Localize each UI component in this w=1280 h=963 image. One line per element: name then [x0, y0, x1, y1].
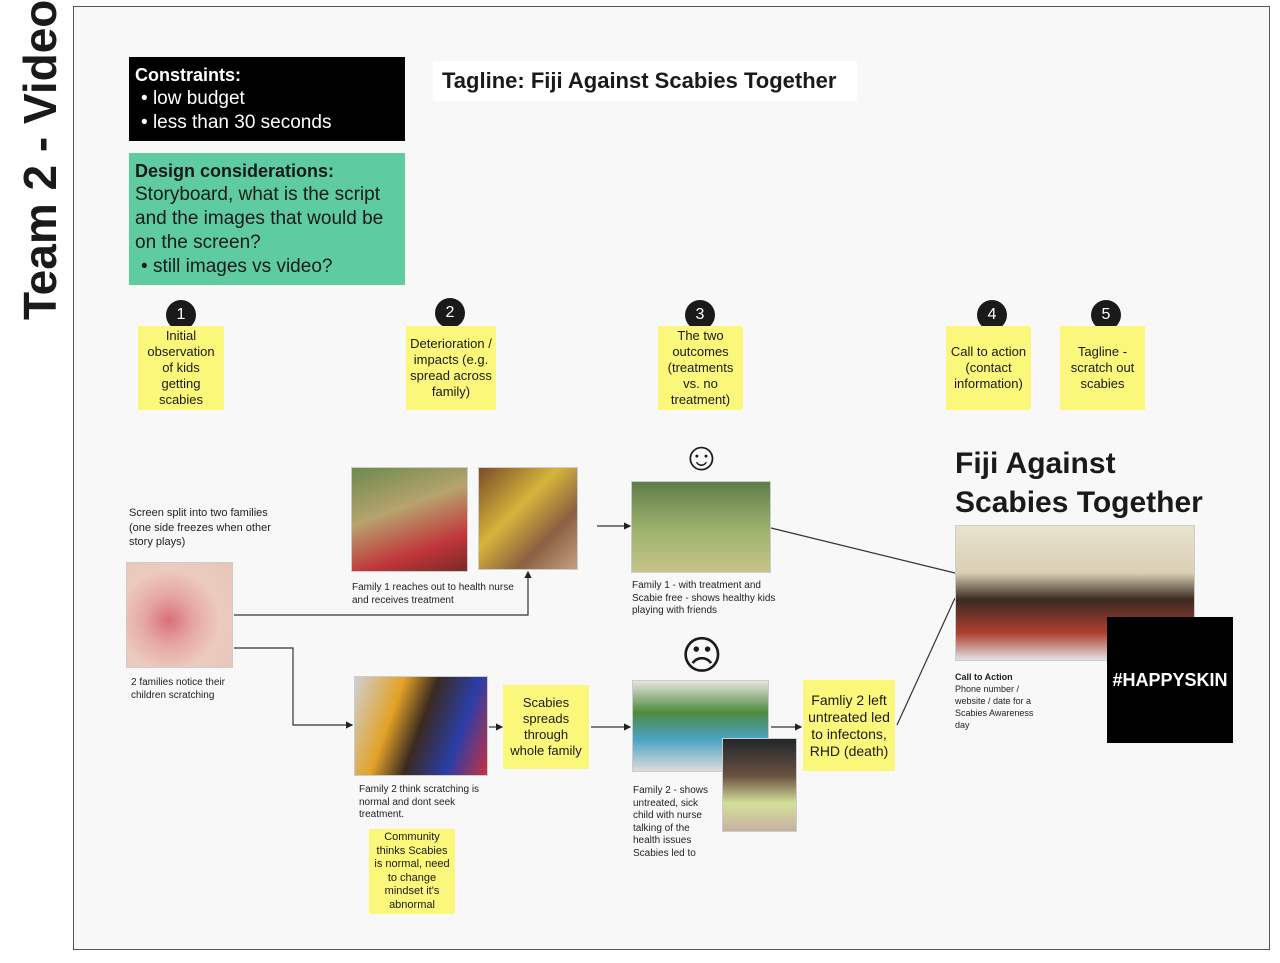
- spreads-sticky[interactable]: Scabies spreads through whole family: [503, 685, 589, 769]
- step-number: 2: [435, 298, 465, 328]
- notice-caption: 2 families notice their children scratch…: [131, 677, 225, 701]
- constraints-box[interactable]: Constraints: low budgetless than 30 seco…: [129, 57, 405, 141]
- step-sticky[interactable]: Initial observation of kids getting scab…: [138, 326, 224, 410]
- cta-body: Phone number / website / date for a Scab…: [955, 684, 1034, 730]
- design-considerations-box[interactable]: Design considerations: Storyboard, what …: [129, 153, 405, 285]
- step-number: 5: [1091, 300, 1121, 330]
- design-body: Storyboard, what is the script and the i…: [135, 184, 384, 253]
- step-number: 1: [166, 300, 196, 330]
- step-sticky[interactable]: The two outcomes (treatments vs. no trea…: [658, 326, 743, 410]
- split-caption: Screen split into two families (one side…: [129, 507, 271, 548]
- scabies-rash-photo[interactable]: [126, 562, 233, 668]
- step-sticky[interactable]: Call to action (contact information): [946, 326, 1031, 410]
- community-sticky[interactable]: Community thinks Scabies is normal, need…: [369, 829, 455, 914]
- mother-child-photo[interactable]: [722, 738, 797, 832]
- family1-outcome-caption: Family 1 - with treatment and Scabie fre…: [632, 580, 776, 616]
- step-number: 4: [977, 300, 1007, 330]
- nurse-treatment-photo[interactable]: [478, 467, 578, 570]
- design-item: still images vs video?: [153, 255, 399, 279]
- hashtag-box[interactable]: #HAPPYSKIN: [1107, 617, 1233, 743]
- family2-left-sticky[interactable]: Famliy 2 left untreated led to infectons…: [803, 680, 895, 771]
- family2-photo[interactable]: [354, 676, 488, 776]
- constraints-heading: Constraints:: [135, 65, 242, 85]
- tagline-box[interactable]: Tagline: Fiji Against Scabies Together: [433, 61, 857, 101]
- constraint-item: low budget: [153, 87, 399, 111]
- sad-face-icon: ☹: [681, 634, 723, 678]
- family1-photo[interactable]: [351, 467, 468, 572]
- family2-outcome-caption: Family 2 - shows untreated, sick child w…: [633, 785, 709, 859]
- cta-heading: Call to Action: [955, 672, 1013, 682]
- step-sticky[interactable]: Tagline - scratch out scabies: [1060, 326, 1145, 410]
- step-sticky[interactable]: Deterioration / impacts (e.g. spread acr…: [406, 326, 496, 410]
- constraint-item: less than 30 seconds: [153, 111, 399, 135]
- step-number: 3: [685, 300, 715, 330]
- family1-caption: Family 1 reaches out to health nurse and…: [352, 582, 514, 606]
- big-tagline: Fiji Against Scabies Together: [955, 447, 1203, 519]
- happy-face-icon: ☺: [681, 435, 722, 479]
- family2-caption: Family 2 think scratching is normal and …: [359, 784, 480, 820]
- kids-playing-photo[interactable]: [631, 481, 771, 573]
- design-heading: Design considerations:: [135, 161, 335, 181]
